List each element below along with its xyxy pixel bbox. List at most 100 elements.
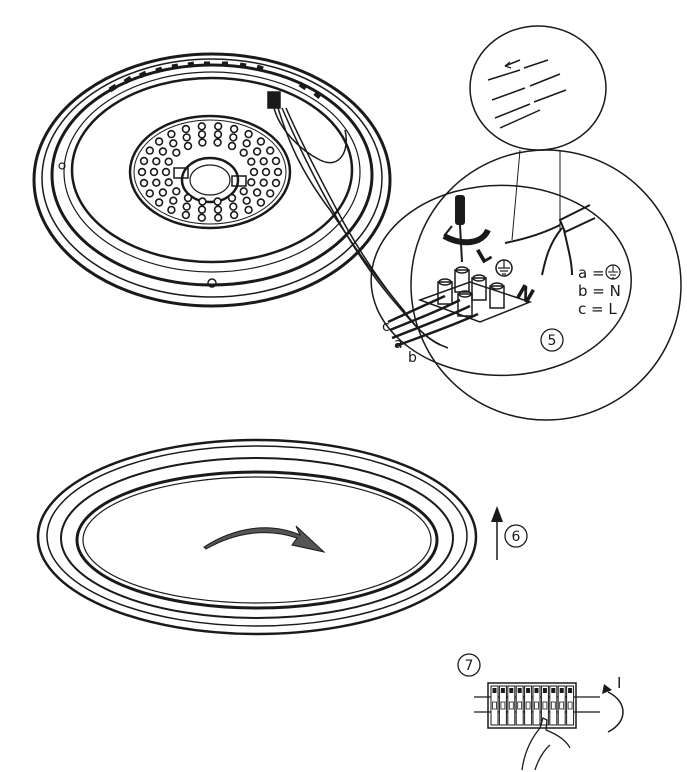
led-dot [229, 124, 239, 134]
led-dot [239, 148, 248, 157]
led-dot [183, 141, 193, 151]
terminal-block [417, 266, 533, 323]
led-dot [149, 167, 159, 177]
circuit-breaker-panel [474, 682, 600, 729]
led-dot [182, 133, 191, 142]
breaker-lever[interactable] [567, 701, 573, 710]
led-dot [197, 213, 207, 222]
led-dot [197, 122, 207, 131]
wire-bundle [387, 294, 479, 348]
breaker-screw [492, 688, 497, 693]
led-dot [167, 129, 176, 139]
breaker-screw [568, 688, 573, 693]
breaker-lever[interactable] [500, 701, 506, 710]
curved-arrow-icon [203, 525, 326, 553]
stripped-cable [504, 204, 596, 276]
breaker-lever[interactable] [534, 701, 539, 710]
led-dot [213, 205, 223, 214]
led-dot [181, 210, 191, 220]
legend-c: c = L [578, 300, 617, 318]
led-dot [229, 202, 238, 211]
breaker-screw [517, 688, 522, 693]
rotate-arrow-icon [602, 684, 624, 733]
step-5-marker: 5 [540, 328, 564, 352]
breaker-lever[interactable] [525, 701, 531, 710]
hand-icon [521, 717, 571, 771]
live-mark: L [472, 241, 495, 268]
led-dot [244, 205, 253, 215]
led-dot [197, 130, 207, 139]
svg-text:7: 7 [465, 658, 474, 674]
step-7-marker: 7 [457, 653, 481, 677]
breaker-lever[interactable] [542, 701, 548, 710]
wire-legend: a = b = N c = L [578, 264, 621, 318]
svg-text:6: 6 [512, 529, 521, 545]
led-dot [256, 198, 266, 207]
led-dot [214, 213, 223, 222]
led-dot [197, 205, 207, 214]
neutral-mark: N [512, 279, 539, 308]
breaker-lever[interactable] [550, 701, 556, 710]
svg-text:5: 5 [548, 333, 557, 349]
breaker-lever[interactable] [492, 701, 497, 710]
led-dot [172, 148, 181, 157]
led-dot [259, 157, 268, 166]
led-dot [152, 157, 161, 166]
led-dot [271, 156, 281, 166]
lamp-base [32, 52, 392, 308]
breaker-screw [500, 688, 505, 693]
breaker-lever[interactable] [517, 701, 523, 710]
breaker-modules [490, 685, 575, 726]
breaker-screw [534, 688, 539, 693]
wire-strip-detail [469, 25, 607, 151]
led-dot [145, 189, 155, 198]
led-dot [266, 189, 275, 198]
led-dot [158, 188, 168, 197]
led-dot [242, 139, 251, 148]
led-dot [181, 124, 191, 134]
led-dots [137, 122, 283, 222]
breaker-lever[interactable] [559, 701, 565, 710]
breaker-lever[interactable] [508, 701, 514, 710]
led-dot [247, 157, 256, 166]
led-dot [256, 137, 266, 146]
led-dot [213, 197, 222, 206]
led-dot [229, 133, 238, 142]
led-dot [252, 188, 262, 197]
breaker-screw [559, 688, 564, 693]
switch-on-mark: I [617, 674, 621, 692]
led-dot [213, 138, 222, 147]
led-dot [169, 196, 178, 205]
led-dot [244, 129, 253, 139]
led-dot [259, 178, 268, 187]
wire-label-c: c [382, 319, 390, 335]
led-dot [273, 167, 283, 177]
led-dot [252, 147, 262, 156]
led-dot [227, 141, 237, 151]
earth-symbol-icon [495, 259, 513, 277]
breaker-screw [509, 688, 514, 693]
screwdriver-icon [455, 195, 465, 263]
wire-label-b: b [408, 350, 417, 366]
led-dot [266, 146, 275, 155]
led-dot [154, 137, 164, 146]
led-dot [198, 197, 207, 206]
legend-a-key: a = [578, 264, 605, 282]
led-dot [154, 198, 164, 207]
breaker-screw [551, 688, 556, 693]
lamp-cover [36, 438, 478, 636]
led-dot [169, 139, 178, 148]
led-dot [214, 122, 223, 131]
rotate-arrow-icon [442, 225, 491, 246]
led-dot [227, 193, 237, 203]
legend-b: b = N [578, 282, 621, 300]
breaker-screw [542, 688, 547, 693]
led-dot [213, 130, 223, 139]
led-dot [139, 178, 149, 188]
up-arrow-icon [491, 506, 503, 560]
led-dot [152, 178, 161, 187]
rim-notches [108, 61, 322, 99]
led-dot [137, 167, 147, 177]
led-dot [229, 210, 239, 220]
